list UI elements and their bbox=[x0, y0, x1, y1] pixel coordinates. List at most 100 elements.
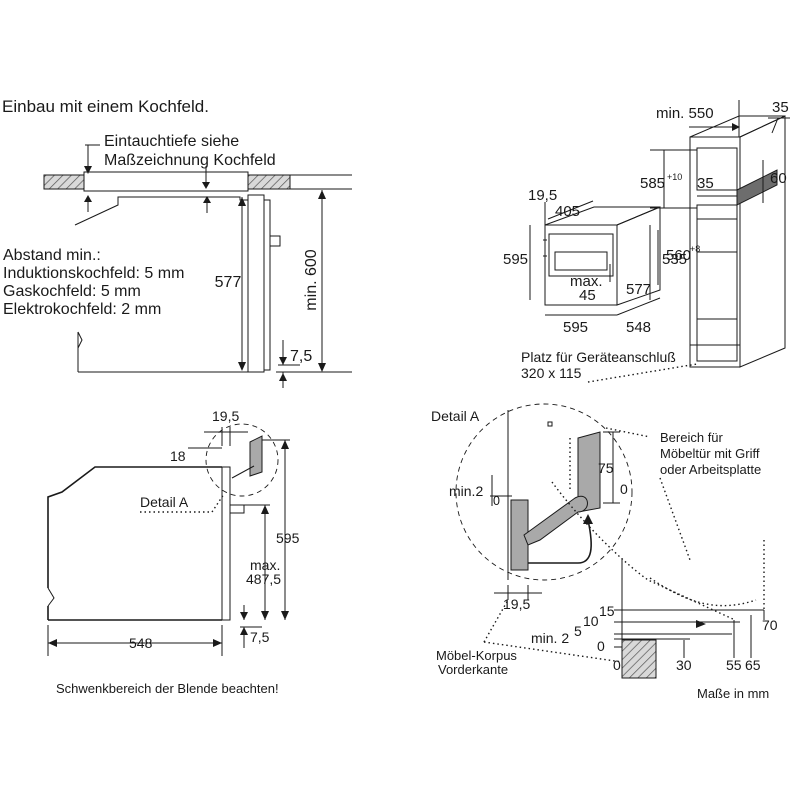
dim-595-side-arrow-top bbox=[281, 440, 289, 449]
detail-a-view: Detail A min.2 0 75 0 19,5 Bereich für M… bbox=[431, 403, 778, 701]
distance-gas: Gaskochfeld: 5 mm bbox=[3, 283, 141, 300]
dim-75-arrow-bottom bbox=[279, 373, 287, 381]
axis-label-30: 30 bbox=[676, 657, 692, 673]
dim-548-side-arrow-left bbox=[48, 639, 57, 647]
side-view-panel-detail bbox=[249, 435, 263, 477]
dim-600-label: min. 600 bbox=[303, 249, 320, 310]
detail-a-title: Detail A bbox=[431, 408, 480, 424]
axis-label-65: 65 bbox=[745, 657, 761, 673]
dim-595-side-arrow-bottom bbox=[281, 611, 289, 620]
dim-560-tolerance: +8 bbox=[690, 244, 700, 254]
dim-zero-small-label: 0 bbox=[493, 494, 500, 508]
detail-a-circle-large bbox=[455, 403, 633, 581]
side-view: 19,5 18 Detail A 595 max. 487,5 7,5 bbox=[47, 408, 300, 696]
callout-line3: oder Arbeitsplatte bbox=[660, 462, 761, 477]
dim-595-width-label: 595 bbox=[563, 319, 588, 336]
side-view-handle bbox=[229, 504, 245, 514]
detail-a-leader-2 bbox=[211, 493, 225, 513]
title-install-with-hob: Einbau mit einem Kochfeld. bbox=[2, 97, 209, 116]
dim-595-front-label: 595 bbox=[503, 251, 528, 268]
swing-note: Schwenkbereich der Blende beachten! bbox=[56, 681, 279, 696]
oven-door-edge bbox=[263, 199, 271, 371]
dim-560-label: 560 bbox=[666, 247, 691, 264]
gap-arrow-right bbox=[203, 196, 211, 203]
hob-depth-arrow bbox=[202, 182, 210, 189]
side-view-hinge bbox=[231, 465, 255, 479]
cabinet-edge-label-line2: Vorderkante bbox=[438, 662, 508, 677]
dim-195-label: 19,5 bbox=[528, 187, 557, 204]
callout-leader-top bbox=[605, 427, 651, 438]
detail-a-swing-arc bbox=[528, 519, 592, 564]
scale-label-10: 10 bbox=[583, 613, 599, 629]
tall-unit-view: min. 550 35 585 +10 35 60 560 +8 bbox=[503, 99, 790, 383]
detail-a-corner-marker bbox=[547, 421, 553, 427]
dim-548-side-arrow-right bbox=[213, 639, 222, 647]
ventilation-slot bbox=[736, 169, 778, 206]
appliance-door-window bbox=[548, 233, 614, 277]
dim-4875-arrow-bottom bbox=[261, 611, 269, 620]
cabinet-edge-label-line1: Möbel-Korpus bbox=[436, 648, 517, 663]
dim-min2-label: min.2 bbox=[449, 483, 483, 499]
units-note: Maße in mm bbox=[697, 686, 769, 701]
scale-label-min2: min. 2 bbox=[531, 630, 569, 646]
worktop-left bbox=[43, 174, 85, 190]
cabinet-ventilation-shelf bbox=[696, 204, 738, 220]
gap-arrow-left bbox=[84, 195, 92, 202]
connection-label-line1: Platz für Geräteanschluß bbox=[521, 349, 676, 365]
dim-60-label: 60 bbox=[770, 170, 787, 187]
immersion-label-line2: Maßzeichnung Kochfeld bbox=[104, 152, 276, 169]
side-view-outline bbox=[47, 466, 222, 588]
appliance-inner-panel bbox=[554, 251, 608, 271]
connection-leader bbox=[587, 363, 698, 383]
oven-handle bbox=[269, 235, 281, 247]
dim-35-top-label: 35 bbox=[772, 99, 789, 116]
side-view-break bbox=[47, 587, 55, 607]
dim-max-label: max. bbox=[570, 273, 603, 290]
scale-label-0: 0 bbox=[597, 638, 605, 654]
immersion-arrow bbox=[84, 166, 92, 174]
detail-a-swing-arrow bbox=[583, 514, 593, 524]
dim-4875-arrow-top bbox=[261, 505, 269, 514]
dim-195-detail-label: 19,5 bbox=[503, 596, 530, 612]
dim-75-arrow-top bbox=[279, 357, 287, 365]
axis-label-70: 70 bbox=[762, 617, 778, 633]
distance-induction: Induktionskochfeld: 5 mm bbox=[3, 265, 184, 282]
oven-front-panel bbox=[247, 194, 265, 373]
dim-577-arrow-bottom bbox=[238, 362, 246, 371]
dim-75-label: 7,5 bbox=[290, 348, 312, 365]
dim-4875-line1: max. bbox=[250, 557, 280, 573]
dim-585-tolerance: +10 bbox=[667, 172, 682, 182]
worktop-right bbox=[247, 174, 291, 190]
immersion-label-line1: Eintauchtiefe siehe bbox=[104, 133, 239, 150]
clearance-curve-2 bbox=[649, 577, 757, 607]
callout-line1: Bereich für bbox=[660, 430, 724, 445]
dim-4875-line2: 487,5 bbox=[246, 571, 281, 587]
side-view-front bbox=[221, 466, 231, 621]
hob-plate bbox=[83, 171, 249, 192]
dim-585-label: 585 bbox=[640, 175, 665, 192]
cabinet-niche bbox=[696, 218, 738, 320]
dim-405-line bbox=[547, 200, 594, 220]
dim-195-side-label: 19,5 bbox=[212, 408, 239, 424]
appliance-isometric: 19,5 405 595 max. 45 577 535 595 548 bbox=[503, 187, 687, 336]
callout-leader-bottom bbox=[659, 477, 691, 561]
dim-548-line bbox=[616, 297, 661, 316]
dim-600-arrow-top bbox=[318, 190, 326, 199]
dim-595-side-label: 595 bbox=[276, 530, 300, 546]
connection-label-line2: 320 x 115 bbox=[521, 365, 582, 381]
scale-arrow bbox=[696, 620, 706, 628]
axis-label-0: 0 bbox=[613, 657, 621, 673]
hob-installation-view: Einbau mit einem Kochfeld. Eintauchtiefe… bbox=[2, 97, 352, 388]
worktop-section bbox=[621, 639, 657, 679]
distance-title: Abstand min.: bbox=[3, 247, 101, 264]
detail-a-panel bbox=[577, 431, 601, 513]
dim-75-detail-label: 75 bbox=[598, 460, 614, 476]
dim-35-vent-label: 35 bbox=[697, 175, 714, 192]
dim-535-label: 535 bbox=[662, 251, 687, 268]
dim-zero-right-label: 0 bbox=[620, 481, 628, 497]
detail-a-hinge-arm bbox=[523, 495, 588, 546]
axis-label-55: 55 bbox=[726, 657, 742, 673]
dim-577-arrow-top bbox=[238, 197, 246, 206]
dim-75-side-arrow-top bbox=[240, 612, 248, 620]
